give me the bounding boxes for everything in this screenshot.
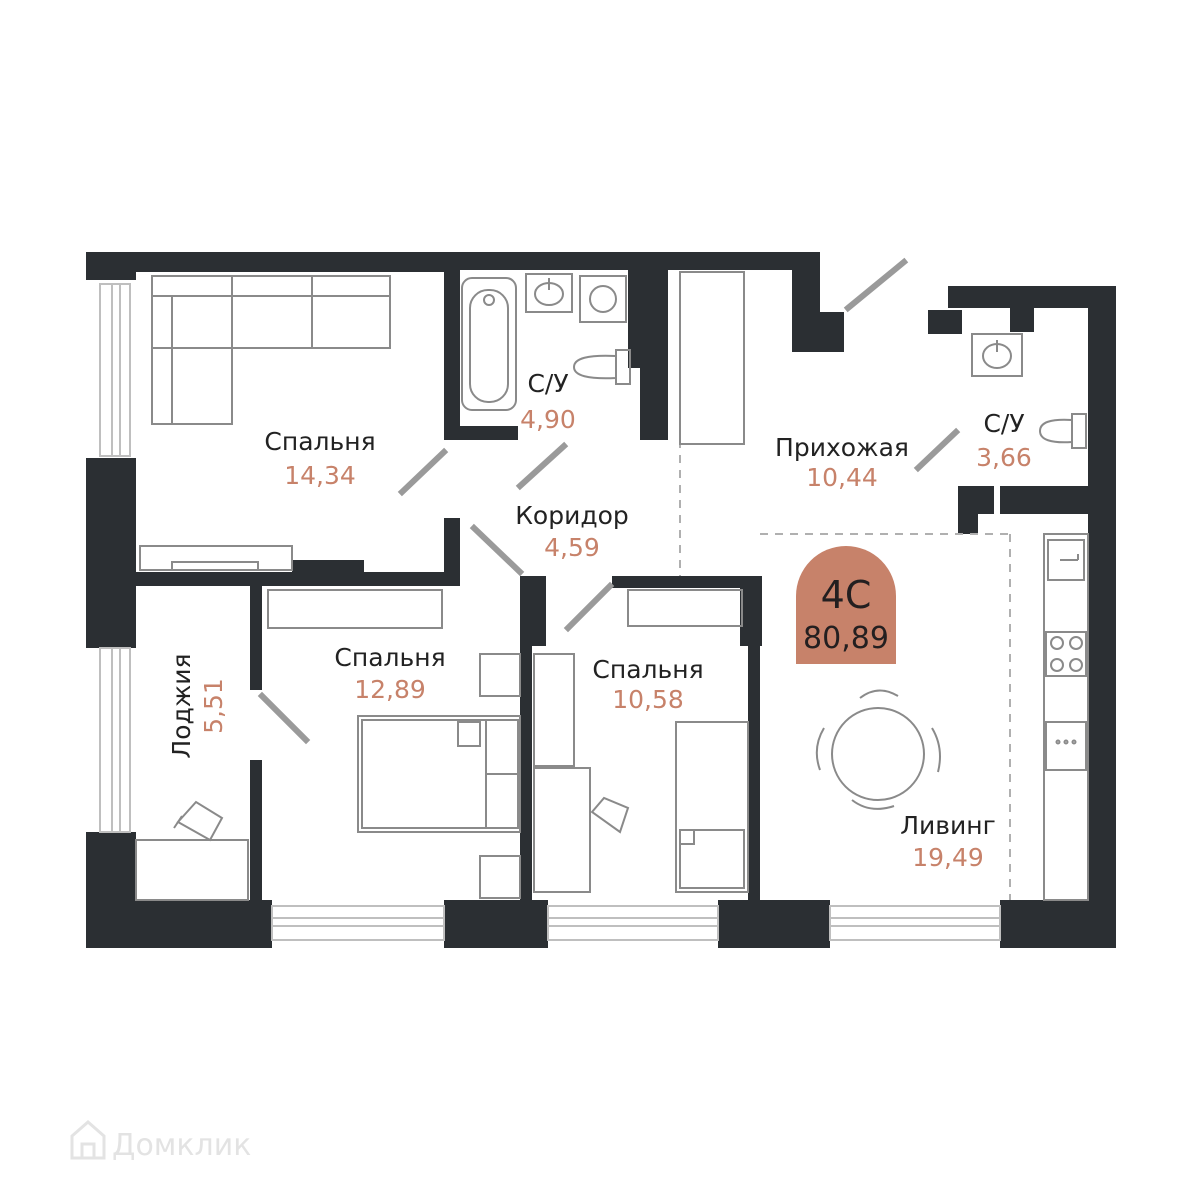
- wall-bed1-bottom: [120, 572, 460, 586]
- door-bedroom-1: [397, 447, 449, 497]
- room-area-hallway: 10,44: [806, 463, 878, 492]
- washing-machine-icon: [579, 275, 627, 323]
- nightstand-icon: [479, 653, 521, 899]
- wall-bath-left: [444, 252, 460, 440]
- apartment-badge: 4С 80,89: [796, 546, 896, 664]
- wall-bed3-living: [740, 576, 762, 646]
- wall-loggia-right: [250, 586, 262, 690]
- wall-loggia-right-low: [250, 760, 262, 900]
- room-name-bathroom-1: С/У: [527, 369, 568, 398]
- room-area-bedroom-1: 14,34: [284, 461, 356, 490]
- window-bottom-1: [271, 905, 445, 941]
- door-loggia: [257, 691, 311, 745]
- wall-bed1-bottom-thick: [292, 560, 364, 586]
- desk-2-icon: [533, 653, 591, 893]
- door-bedroom-3: [563, 581, 615, 633]
- room-area-bedroom-2: 12,89: [354, 675, 426, 704]
- watermark: Домклик: [70, 1120, 251, 1163]
- wall-bottom-1: [86, 900, 272, 948]
- zone-lines: [679, 440, 1011, 900]
- bathtub-icon: [461, 277, 517, 411]
- sink-icon: [525, 273, 573, 313]
- wall-top-left: [86, 252, 448, 272]
- toilet-icon: [572, 349, 631, 385]
- room-area-living: 19,49: [912, 843, 984, 872]
- wall-bath-right2: [640, 270, 668, 440]
- wall-left-top: [86, 252, 136, 280]
- wall-bed1-corner: [444, 518, 460, 586]
- window-left-bottom: [99, 647, 131, 833]
- house-icon: [70, 1120, 106, 1160]
- stove-icon: [1045, 631, 1087, 677]
- dining-table-icon: [815, 689, 941, 810]
- apartment-type: 4С: [821, 573, 872, 617]
- wall-bed2-bed3-thin: [520, 640, 532, 900]
- tv-stand-icon: [139, 545, 293, 571]
- wall-bath-bottom: [444, 426, 518, 440]
- wall-left-mid: [86, 458, 136, 648]
- wall-bottom-3: [718, 900, 830, 948]
- wall-bed3-top: [612, 576, 760, 588]
- apartment-total-area: 80,89: [803, 621, 889, 656]
- window-bottom-3: [829, 905, 1001, 941]
- room-area-corridor: 4,59: [544, 533, 600, 562]
- wall-bed2-bed3: [520, 576, 546, 646]
- room-area-bathroom-2: 3,66: [976, 443, 1032, 472]
- room-area-bathroom-1: 4,90: [520, 405, 576, 434]
- window-left-top: [99, 283, 131, 457]
- wall-notch-1: [792, 312, 844, 352]
- sink-2-icon: [971, 333, 1023, 377]
- room-name-living: Ливинг: [900, 811, 996, 840]
- windows: [99, 283, 1001, 941]
- room-name-corridor: Коридор: [515, 501, 629, 530]
- room-area-loggia: 5,51: [199, 678, 228, 734]
- wall-bottom-4: [1000, 900, 1116, 948]
- wall-right: [1088, 286, 1116, 948]
- wall-top-hall: [676, 252, 796, 270]
- room-labels: Спальня 14,34 С/У 4,90 Прихожая 10,44 С/…: [167, 369, 1032, 872]
- kitchen-counter-icon: [1043, 533, 1089, 901]
- walls: [86, 252, 1116, 948]
- room-name-bathroom-2: С/У: [983, 409, 1024, 438]
- chair-2-icon: [590, 796, 630, 834]
- door-bathroom-2: [913, 427, 961, 473]
- wall-bottom-2: [444, 900, 548, 948]
- room-name-bedroom-1: Спальня: [264, 427, 375, 456]
- dishwasher-icon: [1045, 721, 1087, 771]
- wall-bed3-living-thin: [748, 640, 760, 900]
- wall-wc-right-top: [1010, 308, 1034, 332]
- wall-top-wc: [948, 286, 1116, 308]
- room-name-bedroom-3: Спальня: [592, 655, 703, 684]
- room-name-bedroom-2: Спальня: [334, 643, 445, 672]
- room-name-hallway: Прихожая: [775, 433, 909, 462]
- room-area-bedroom-3: 10,58: [612, 685, 684, 714]
- watermark-text: Домклик: [112, 1128, 251, 1163]
- desk-icon: [135, 839, 249, 901]
- wall-right-block: [1000, 486, 1116, 514]
- furniture: [135, 271, 1089, 901]
- door-bathroom-1: [515, 441, 569, 491]
- wall-wc-left-lower: [958, 486, 978, 534]
- door-corridor-bed2: [469, 523, 525, 577]
- toilet-2-icon: [1038, 413, 1087, 449]
- wall-top-bath: [444, 252, 676, 270]
- door-entry: [843, 257, 909, 313]
- wardrobe-2-icon: [267, 589, 443, 629]
- wardrobe-3-icon: [627, 589, 743, 627]
- wardrobe-icon: [679, 271, 745, 445]
- sofa-icon: [151, 275, 391, 425]
- doors: [257, 257, 961, 745]
- bed-2-icon: [675, 721, 749, 893]
- chair-icon: [173, 800, 224, 842]
- wall-wc-left-top: [928, 310, 962, 334]
- bed-icon: [357, 715, 521, 833]
- room-name-loggia: Лоджия: [167, 653, 196, 758]
- window-bottom-2: [547, 905, 719, 941]
